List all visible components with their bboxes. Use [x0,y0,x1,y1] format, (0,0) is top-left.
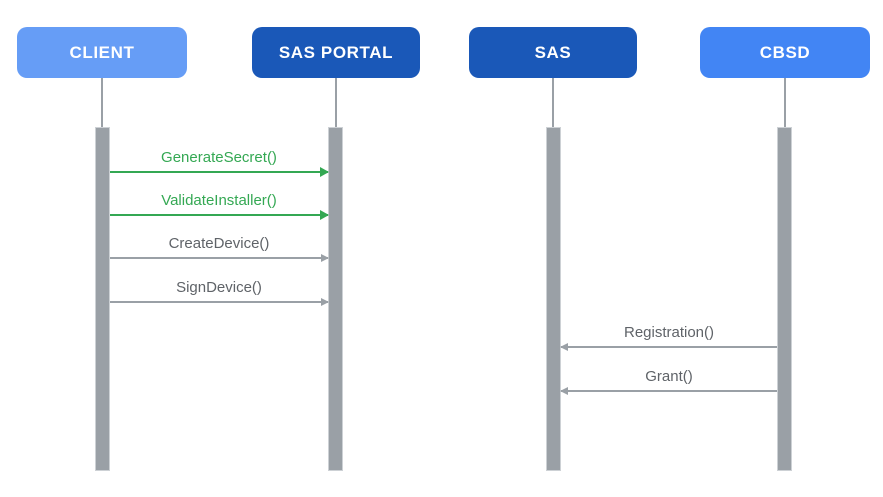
arrowhead-right-icon [320,210,329,220]
message-arrow-line [110,253,329,262]
actor-label-client: CLIENT [69,42,135,62]
lifeline-sas [552,78,554,127]
message-label: GenerateSecret() [161,149,277,166]
arrowhead-left-icon [560,386,568,395]
actor-label-cbsd: CBSD [759,42,811,62]
message-grant: Grant() [560,368,777,395]
actor-box-client: CLIENT [17,27,187,78]
message-label: CreateDevice() [168,235,270,252]
message-label: ValidateInstaller() [161,192,277,209]
message-registration: Registration() [560,324,777,351]
message-label: Registration() [623,324,715,341]
actor-label-sas: SAS [534,42,572,62]
activation-bar-cbsd [777,127,792,471]
activation-bar-client [95,127,110,471]
lifeline-client [101,78,103,127]
message-sign-device: SignDevice() [110,279,329,306]
message-arrow-line [110,210,329,220]
actor-box-sas-portal: SAS PORTAL [252,27,420,78]
lifeline-cbsd [784,78,786,127]
message-arrow-line [110,297,329,306]
actor-label-sas-portal: SAS PORTAL [278,42,394,62]
actor-box-sas: SAS [469,27,637,78]
message-label: Grant() [645,368,693,385]
message-arrow-line [110,167,329,177]
activation-bar-sas [546,127,561,471]
message-create-device: CreateDevice() [110,235,329,262]
actor-box-cbsd: CBSD [700,27,870,78]
arrowhead-right-icon [321,253,329,262]
activation-bar-sas-portal [328,127,343,471]
message-validate-installer: ValidateInstaller() [110,192,329,220]
lifeline-sas-portal [335,78,337,127]
message-label: SignDevice() [176,279,262,296]
arrowhead-right-icon [321,297,329,306]
message-arrow-line [560,386,777,395]
arrowhead-left-icon [560,342,568,351]
message-generate-secret: GenerateSecret() [110,149,329,177]
message-arrow-line [560,342,777,351]
arrowhead-right-icon [320,167,329,177]
